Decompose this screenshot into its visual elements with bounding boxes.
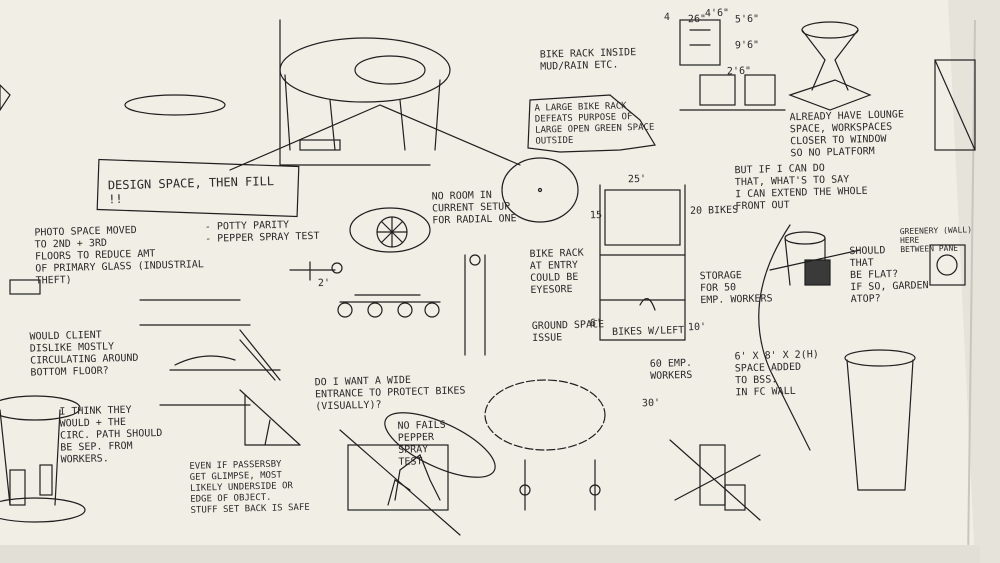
- dim-label: 2'6": [726, 65, 752, 78]
- note-but-if: But if I can do that, what's to say I ca…: [734, 162, 868, 213]
- right-edge-sketch: [934, 59, 976, 151]
- dim-label: 4: [663, 11, 671, 24]
- ring-structure-sketch: [229, 19, 521, 171]
- curve-arrow: [758, 224, 811, 451]
- dim-label: 5'6": [734, 13, 760, 26]
- sign-sketch: [929, 244, 966, 286]
- dim-label: 10': [687, 321, 707, 334]
- next-sheet-edge: [948, 0, 1000, 563]
- note-design-space: Design Space, Then Fill !!: [107, 174, 275, 207]
- note-storage: Storage for 50 emp. workers: [699, 270, 773, 307]
- note-bike-rack-inside: Bike rack inside mud/rain etc.: [539, 47, 637, 73]
- bike-row-sketch: [337, 294, 441, 318]
- dim-label: 15': [589, 209, 609, 222]
- dim-label: 2': [317, 277, 331, 290]
- railing-sketch: [9, 279, 41, 295]
- dim-label: Bikes w/left: [611, 325, 685, 338]
- flat-disc-sketch: [124, 94, 226, 116]
- dim-label: 25': [627, 173, 647, 186]
- note-60-emp: 60 emp. workers: [649, 357, 693, 382]
- note-large-bike-rack: A large bike rack defeats purpose of lar…: [534, 101, 655, 147]
- dim-label: 30': [641, 397, 661, 410]
- note-greenery: Greenery (wall) here between pane: [899, 225, 973, 255]
- dim-label: 9'6": [734, 39, 760, 52]
- unit-plan-sketch: [679, 19, 786, 111]
- dim-label: 4'6": [704, 7, 730, 20]
- entrance-sketch: [339, 429, 461, 536]
- dim-label: 26": [687, 13, 707, 26]
- circle-plan-sketch: [501, 157, 579, 223]
- note-no-room: No room in current setup for radial one: [431, 189, 517, 227]
- bottom-shadow: [0, 545, 980, 563]
- bike-rack-callout-outline: [527, 94, 656, 153]
- hourglass-sketch: [788, 21, 872, 111]
- display-box-sketch: [669, 439, 761, 521]
- single-bike-sketch: [289, 261, 343, 281]
- note-no-fails: No fails pepper spray test: [397, 419, 446, 468]
- pepper-spray-callout: [384, 412, 496, 478]
- bike-posts-sketch: [519, 459, 601, 511]
- dim-label: 6': [589, 317, 603, 330]
- note-even-if: Even if passersby get glimpse, most like…: [189, 459, 310, 516]
- note-potty: - Potty parity - Pepper spray test: [204, 219, 320, 245]
- left-edge-sketch: [0, 84, 11, 112]
- note-do-i-want: Do I want a wide entrance to protect bik…: [314, 374, 466, 413]
- cylinder-sketch: [769, 231, 861, 286]
- note-would-clients: Would client dislike mostly circulating …: [29, 329, 139, 379]
- design-space-box: [96, 158, 300, 218]
- paper-fold-line: [967, 19, 976, 563]
- ramp-sketch: [139, 299, 301, 446]
- rack-plan-sketch: [599, 184, 686, 341]
- building-3d-sketch: [0, 395, 86, 523]
- oval-plan-sketch: [484, 379, 606, 451]
- note-already-have: Already have lounge space, workspaces cl…: [789, 109, 905, 160]
- note-bike-rack-entry: Bike rack at entry could be eyesore: [529, 247, 584, 297]
- note-space-added: 6' x 8' x 2(H) space added to BSS. In FC…: [734, 349, 819, 399]
- radial-wheel-sketch: [349, 207, 431, 253]
- note-i-think: I think they would + the circ. path shou…: [59, 404, 163, 466]
- post-sketch: [464, 254, 486, 356]
- tall-cylinder-sketch: [844, 349, 916, 491]
